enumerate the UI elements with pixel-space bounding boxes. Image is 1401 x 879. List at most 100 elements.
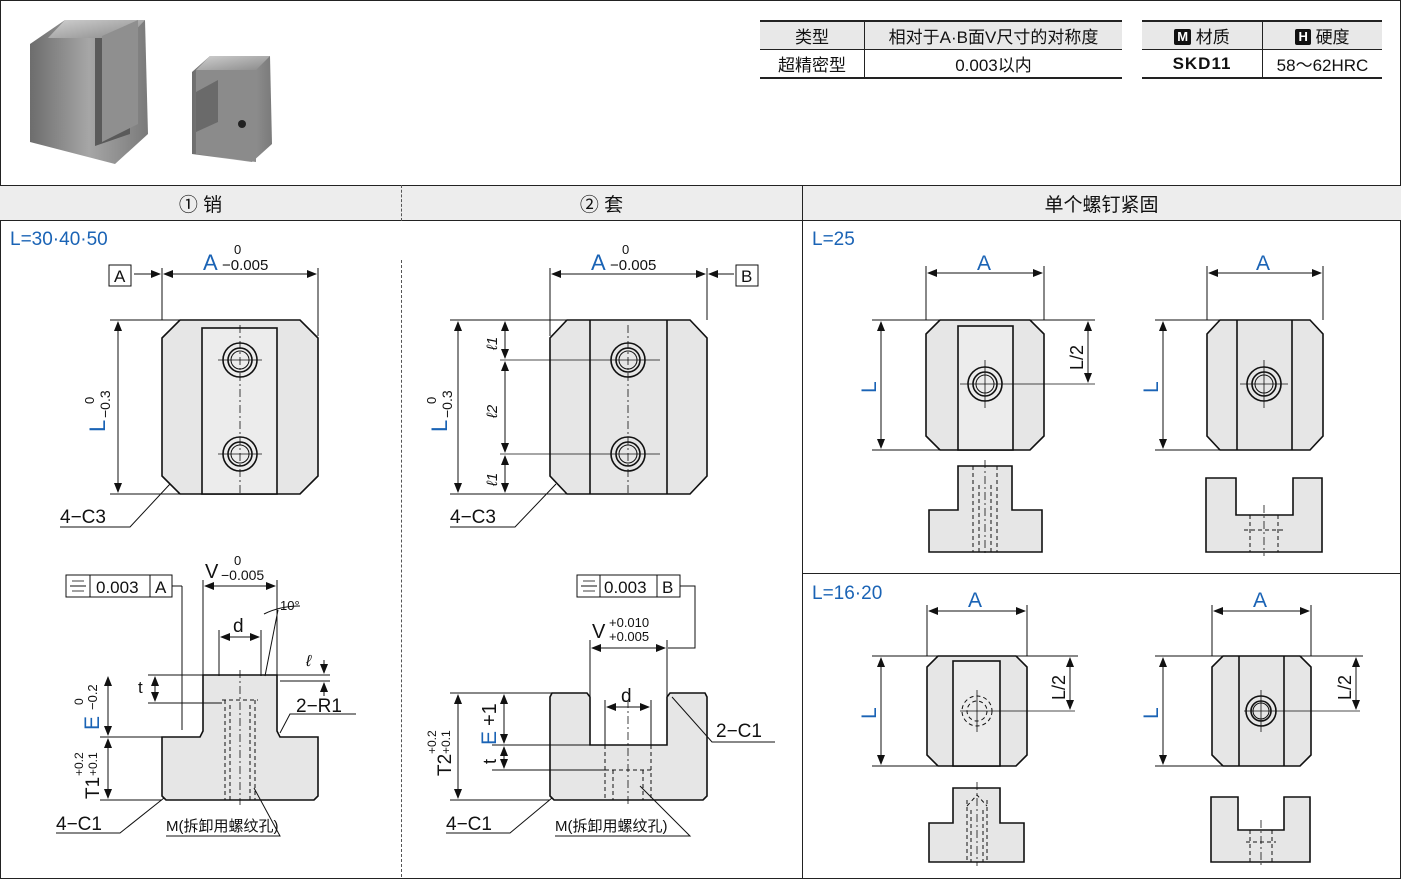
- section-header-single: 单个螺钉紧固: [802, 185, 1401, 221]
- pin-dim-e-tol-dn: −0.2: [85, 684, 100, 710]
- material-table: M 材质 H 硬度 SKD11 58～62HRC: [1142, 20, 1382, 79]
- sleeve-flatness-datum: B: [662, 578, 673, 597]
- divider-l25-l1620: [802, 573, 1400, 574]
- sleeve-dim-t2-tol-up: +0.2: [425, 730, 439, 754]
- pin-dim-a: A: [203, 250, 218, 275]
- type-header: 类型: [760, 20, 865, 50]
- pin-dim-l-small: ℓ: [305, 653, 312, 670]
- hardness-header-label: 硬度: [1315, 28, 1350, 47]
- sleeve-flatness-value: 0.003: [604, 578, 647, 597]
- divider-pin-sleeve: [401, 185, 402, 221]
- sleeve-dim-v-tol-dn: +0.005: [609, 629, 649, 644]
- l25-sleeve-view: [1155, 266, 1324, 556]
- l25-pin-dim-half-l: L/2: [1067, 345, 1087, 370]
- material-header: M 材质: [1142, 20, 1263, 50]
- length-label-l25: L=25: [812, 229, 855, 250]
- pin-dim-t: t: [138, 678, 143, 697]
- l1620-pin-view: [872, 605, 1078, 866]
- material-header-label: 材质: [1195, 28, 1230, 47]
- sleeve-dim-a-tol-up: 0: [622, 242, 629, 257]
- pin-dim-e-tol-up: 0: [72, 698, 86, 705]
- sleeve-top-view: [450, 264, 759, 528]
- sleeve-thread-note: M(拆卸用螺纹孔): [555, 818, 668, 835]
- pin-dim-t1-tol-up: +0.2: [72, 752, 86, 776]
- divider-pin-sleeve-body: [401, 260, 402, 877]
- sleeve-dim-t2: T2: [435, 754, 456, 776]
- sleeve-dim-e: E: [478, 731, 501, 745]
- pin-dim-e: E: [81, 716, 104, 730]
- section-title-sleeve: ② 套: [579, 194, 624, 216]
- length-label-l1620: L=16·20: [812, 583, 883, 604]
- l1620-pin-dim-a: A: [968, 589, 982, 612]
- pin-dim-v-tol-up: 0: [234, 553, 241, 568]
- l25-pin-view: [872, 266, 1095, 556]
- sleeve-chamfer-c1: 4−C1: [446, 814, 492, 835]
- product-photo: [30, 20, 272, 164]
- sleeve-dim-t: t: [480, 759, 500, 764]
- pin-dim-r1: 2−R1: [296, 696, 342, 717]
- section-title-single: 单个螺钉紧固: [1044, 194, 1159, 216]
- l1620-sleeve-dim-half-l: L/2: [1335, 675, 1355, 700]
- sleeve-dim-a-tol-dn: −0.005: [610, 257, 656, 274]
- pin-front-view: [56, 574, 356, 837]
- pin-dim-v: V: [205, 561, 219, 583]
- sleeve-dim-c1: 2−C1: [716, 721, 762, 742]
- l1620-sleeve-dim-l: L: [1140, 707, 1163, 719]
- l25-sleeve-dim-a: A: [1256, 252, 1270, 275]
- l1620-pin-dim-half-l: L/2: [1049, 675, 1069, 700]
- sleeve-dim-v-tol-up: +0.010: [609, 615, 649, 630]
- sleeve-dim-d: d: [621, 686, 632, 707]
- hardness-icon: H: [1295, 29, 1311, 45]
- pin-thread-note: M(拆卸用螺纹孔): [166, 818, 279, 835]
- sleeve-dim-a: A: [591, 250, 606, 275]
- pin-dim-l-tol-dn: −0.3: [97, 390, 113, 418]
- type-value: 超精密型: [760, 49, 865, 79]
- symmetry-header: 相对于A·B面V尺寸的对称度: [864, 20, 1122, 50]
- sleeve-chamfer-c3: 4−C3: [450, 507, 496, 528]
- l25-sleeve-dim-l: L: [1140, 381, 1163, 393]
- sleeve-dim-l2: ℓ2: [484, 404, 501, 419]
- l25-pin-dim-l: L: [858, 381, 881, 393]
- sleeve-dim-t2-tol-dn: +0.1: [439, 730, 453, 754]
- sleeve-dim-l1-top: ℓ1: [484, 337, 501, 351]
- material-icon: M: [1174, 29, 1192, 45]
- precision-table: 类型 相对于A·B面V尺寸的对称度 超精密型 0.003以内: [760, 20, 1122, 79]
- pin-dim-l-tol-up: 0: [82, 397, 97, 404]
- l25-pin-dim-a: A: [977, 252, 991, 275]
- pin-flatness-datum: A: [155, 578, 167, 597]
- sleeve-dim-l1-bottom: ℓ1: [484, 473, 501, 487]
- section-header-pin: ① 销: [0, 185, 401, 221]
- length-label-pin: L=30·40·50: [10, 229, 108, 250]
- pin-dim-t1: T1: [83, 777, 104, 799]
- sleeve-dim-l-tol-up: 0: [424, 397, 439, 404]
- section-header-sleeve: ② 套: [401, 185, 802, 221]
- section-title-pin: ① 销: [178, 194, 223, 216]
- pin-chamfer-c3: 4−C3: [60, 507, 106, 528]
- sleeve-dim-v: V: [592, 621, 606, 643]
- l1620-pin-dim-l: L: [858, 707, 881, 719]
- pin-dim-a-tol-dn: −0.005: [222, 257, 268, 274]
- technical-drawing: A 0 −0.005 A L 0 −0.3 4−C3 0.003 A V 0 −…: [56, 242, 1363, 866]
- pin-chamfer-c1: 4−C1: [56, 814, 102, 835]
- pin-dim-t1-tol-dn: +0.1: [86, 752, 100, 776]
- pin-top-view: [60, 264, 319, 528]
- pin-dim-d: d: [233, 616, 244, 637]
- sleeve-front-view: [446, 574, 775, 837]
- hardness-header: H 硬度: [1262, 20, 1382, 50]
- divider-single: [802, 185, 803, 878]
- sleeve-dim-l: L: [427, 420, 452, 432]
- pin-datum-a: A: [114, 267, 126, 286]
- sleeve-datum-b: B: [741, 267, 752, 286]
- l1620-sleeve-view: [1155, 605, 1363, 866]
- pin-flatness-value: 0.003: [96, 578, 139, 597]
- material-value: SKD11: [1142, 49, 1263, 79]
- pin-dim-a-tol-up: 0: [234, 242, 241, 257]
- pin-dim-angle: 10°: [280, 598, 300, 613]
- hardness-value: 58～62HRC: [1262, 49, 1382, 79]
- pin-dim-l: L: [85, 420, 110, 432]
- sleeve-dim-e-tol: +1: [479, 703, 501, 726]
- sleeve-dim-l-tol-dn: −0.3: [439, 390, 455, 418]
- pin-dim-v-tol-dn: −0.005: [221, 567, 264, 583]
- l1620-sleeve-dim-a: A: [1253, 589, 1267, 612]
- symmetry-value: 0.003以内: [864, 49, 1122, 79]
